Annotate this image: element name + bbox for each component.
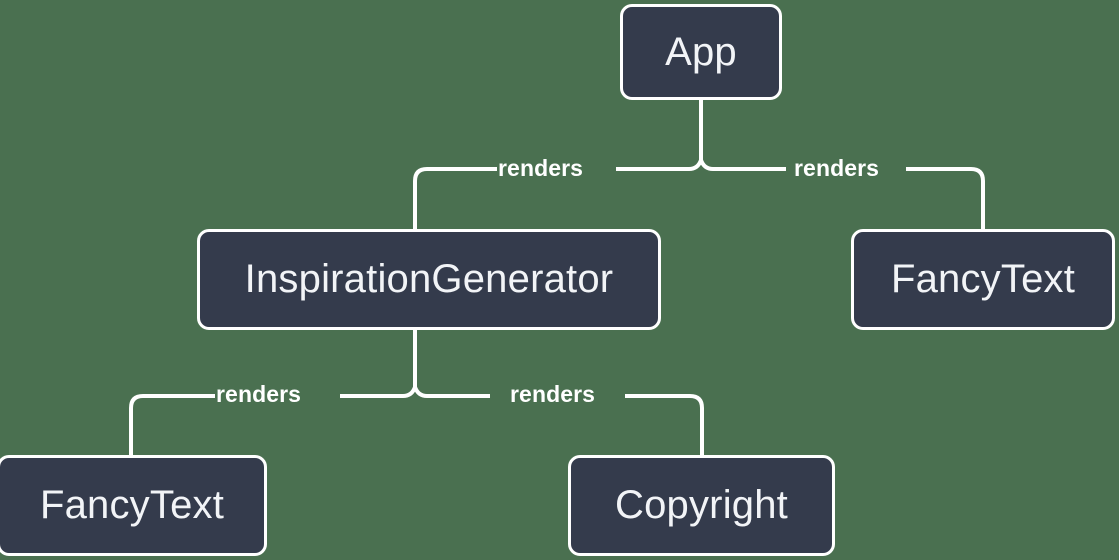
node-fancytext-right[interactable]: FancyText (851, 229, 1115, 330)
edge-app-to-fancytext-right (906, 167, 985, 229)
node-fancytext-right-label: FancyText (890, 257, 1076, 301)
edge-label-inspiration-generator-to-copyright: renders (510, 381, 596, 407)
node-copyright[interactable]: Copyright (568, 455, 835, 556)
edge-app-to-inspgen (413, 167, 497, 229)
node-fancytext-left-label: FancyText (39, 483, 225, 527)
edge-inspgen-junction-left (340, 386, 417, 398)
edge-label-app-to-fancytext-right: renders (794, 155, 880, 181)
node-copyright-label: Copyright (615, 483, 788, 527)
edge-label-inspiration-generator-to-fancytext-left: renders (216, 381, 302, 407)
edge-inspgen-junction-right (413, 386, 490, 398)
node-fancytext-left[interactable]: FancyText (0, 455, 267, 556)
node-app-label: App (665, 29, 737, 74)
edge-inspgen-to-fancytext-left (129, 394, 215, 455)
edge-label-app-to-inspiration-generator: renders (498, 155, 584, 181)
edge-inspgen-to-copyright (625, 394, 704, 455)
node-inspiration-generator-label: InspirationGenerator (244, 257, 614, 301)
node-inspiration-generator[interactable]: InspirationGenerator (197, 229, 661, 330)
edge-app-junction-left (616, 159, 703, 171)
edge-app-junction-right (699, 159, 786, 171)
node-app[interactable]: App (620, 4, 782, 100)
